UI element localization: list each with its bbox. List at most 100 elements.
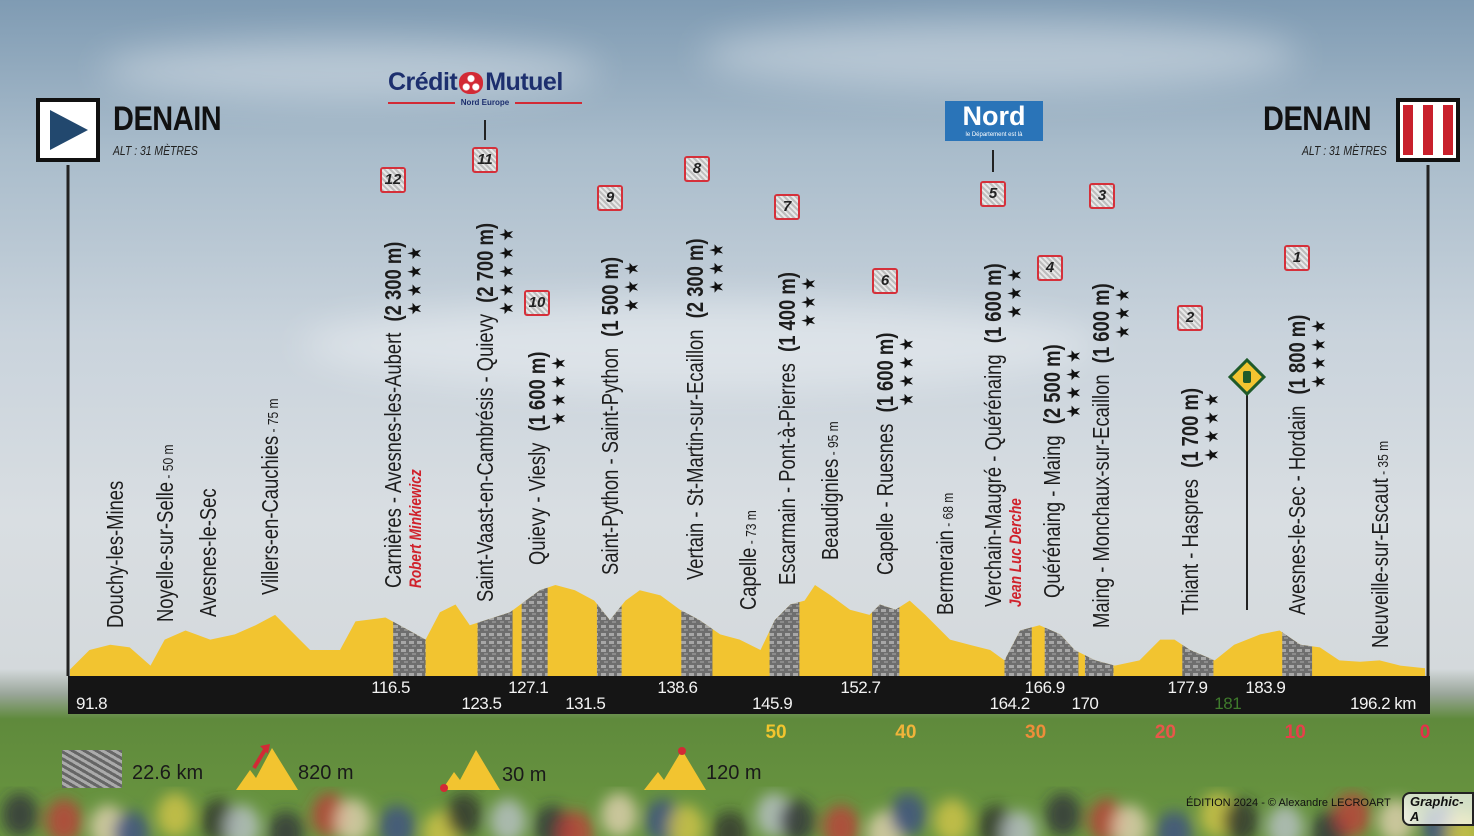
place-name-text: Douchy-les-Mines: [102, 480, 128, 628]
max-altitude-icon: [644, 747, 706, 790]
rider-blur: [601, 793, 637, 836]
rider-blur: [224, 805, 260, 836]
cobble-sector-label: Avesnes-le-Sec - Hordain (1 800 m)★★★★: [1284, 314, 1331, 615]
sector-name: Avesnes-le-Sec - Hordain: [1284, 405, 1310, 615]
sector-meta: ★★★★: [1309, 315, 1331, 615]
rider-blur: [446, 793, 482, 836]
finish-city: DENAIN: [1263, 100, 1372, 138]
checker-square: [1403, 135, 1413, 145]
km-mark: 116.5: [371, 678, 410, 697]
sector-title: Verchain-Maugré - Quérénaing (1 600 m): [980, 263, 1006, 607]
km-mark: 138.6: [657, 678, 698, 697]
sector-tribute: Robert Minkiewicz: [406, 469, 425, 588]
place-altitude: - 75 m: [265, 398, 282, 436]
sector-title: Thiant - Haspres(1 700 m): [1177, 388, 1203, 615]
sector-title: Saint-Vaast-en-Cambrésis - Quievy(2 700 …: [472, 223, 498, 602]
rider-blur: [1334, 793, 1370, 836]
place-name: Avesnes-le-Sec: [195, 488, 221, 617]
sector-name: Escarmain - Pont-à-Pierres: [774, 363, 800, 585]
sector-length: (1 600 m): [524, 351, 550, 432]
difficulty-stars-icon: ★★★★: [897, 332, 918, 407]
checker-square: [1443, 115, 1453, 125]
legend-min-altitude: 30 m: [502, 764, 547, 786]
place-label: Avesnes-le-Sec: [195, 488, 221, 617]
checker-square: [1403, 115, 1413, 125]
sector-number-badge: 7: [774, 194, 800, 220]
km-to-go-mark: 20: [1154, 722, 1176, 743]
sector-meta: Jean Luc Derche★★★: [1005, 263, 1027, 607]
km-to-go-mark: 50: [765, 722, 787, 743]
sector-number-badge: 10: [524, 290, 550, 316]
rider-blur: [934, 799, 970, 836]
place-label: Beaudignies - 95 m: [817, 421, 843, 560]
rider-blur: [379, 805, 415, 836]
rider-blur: [668, 805, 704, 836]
difficulty-stars-icon: ★★★: [622, 256, 643, 313]
sector-length: (1 600 m): [1088, 283, 1114, 364]
km-mark: 196.2 km: [1350, 694, 1416, 713]
place-name: Beaudignies - 95 m: [817, 421, 843, 560]
checker-square: [1413, 125, 1423, 135]
sector-number-badge: 8: [684, 156, 710, 182]
cobble-sector-label: Carnières - Avesnes-les-Aubert(2 300 m)R…: [380, 241, 427, 588]
sector-name: Saint-Vaast-en-Cambrésis - Quievy: [472, 313, 498, 602]
elevation-gain-icon: [236, 744, 298, 790]
km-mark: 170: [1071, 694, 1099, 713]
sector-number-badge: 2: [1177, 305, 1203, 331]
rider-blur: [557, 811, 593, 836]
checker-square: [1423, 105, 1433, 115]
sector-meta: ★★★: [799, 272, 821, 585]
checker-square: [1423, 115, 1433, 125]
sector-meta: ★★★★: [549, 352, 571, 565]
checker-square: [1433, 135, 1443, 145]
place-label: Noyelle-sur-Selle - 50 m: [152, 445, 178, 622]
place-name: Capelle - 73 m: [735, 510, 761, 610]
cobble-sector-label: Quievy - Viesly (1 600 m)★★★★: [524, 351, 571, 565]
place-label: Capelle - 73 m: [735, 510, 761, 610]
checker-square: [1433, 145, 1443, 155]
rider-blur: [1267, 805, 1303, 836]
cloud: [700, 20, 1300, 90]
legend-cobbles: 22.6 km: [132, 762, 204, 784]
km-to-go-mark: 0: [1419, 722, 1431, 743]
place-name-text: Avesnes-le-Sec: [195, 488, 221, 617]
sector-name: Verchain-Maugré - Quérénaing: [980, 354, 1006, 607]
place-name-text: Capelle: [735, 547, 761, 610]
nord-logo: Nord le Département est là: [945, 101, 1043, 141]
sector-name: Quievy - Viesly: [524, 442, 550, 565]
checker-square: [1433, 125, 1443, 135]
rider-blur: [779, 799, 815, 836]
difficulty-stars-icon: ★★★★: [1202, 388, 1223, 462]
cobbles-legend-icon: [62, 750, 122, 788]
place-name: Neuveille-sur-Escaut - 35 m: [1367, 441, 1393, 648]
sector-name: Capelle - Ruesnes: [872, 423, 898, 575]
rider-blur: [157, 793, 193, 836]
sector-meta: ★★★: [1113, 283, 1135, 628]
checker-square: [1403, 145, 1413, 155]
checker-square: [1433, 105, 1443, 115]
difficulty-stars-icon: ★★★★: [405, 241, 426, 316]
sector-meta: ★★★★: [1202, 388, 1224, 615]
cloud: [100, 40, 600, 100]
legend-elevation-gain: 820 m: [298, 762, 354, 784]
logo-text: Nord: [962, 101, 1026, 131]
sector-number-badge: 3: [1089, 183, 1115, 209]
sector-length: (1 500 m): [597, 256, 623, 337]
legend-max-altitude: 120 m: [706, 762, 762, 784]
km-mark: 164.2: [989, 694, 1031, 713]
sector-number-badge: 11: [472, 147, 498, 173]
checker-square: [1443, 105, 1453, 115]
sector-length: (1 800 m): [1284, 314, 1310, 395]
km-to-go-mark: 30: [1025, 722, 1047, 743]
sector-number-badge: 1: [1284, 245, 1310, 271]
logo-mark-icon: [459, 71, 484, 94]
logo-text: Mutuel: [485, 68, 563, 96]
cobble-sector-label: Maing - Monchaux-sur-Ecaillon(1 600 m)★★…: [1088, 283, 1135, 628]
difficulty-stars-icon: ★★★★★: [497, 223, 518, 316]
checker-square: [1413, 135, 1423, 145]
place-name-text: Bermerain: [932, 530, 958, 615]
sector-tribute: Jean Luc Derche: [1006, 498, 1025, 607]
sector-number-badge: 9: [597, 185, 623, 211]
sector-length: (1 600 m): [980, 263, 1006, 344]
